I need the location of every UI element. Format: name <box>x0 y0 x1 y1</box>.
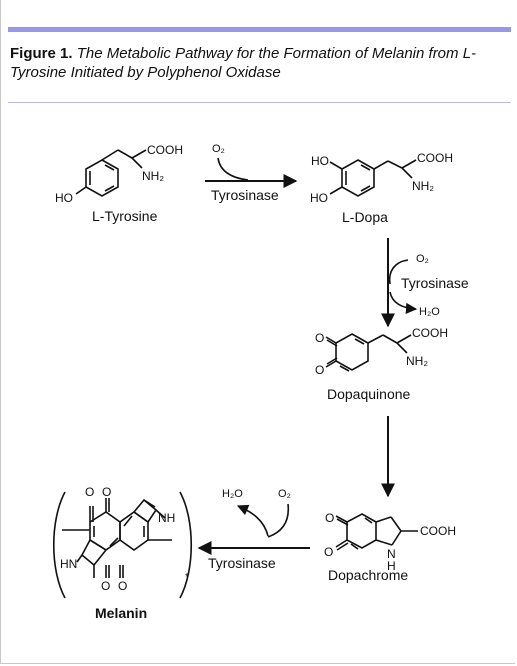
enzyme-label-step1: Tyrosinase <box>211 187 279 203</box>
tyrosine-name: L-Tyrosine <box>92 208 158 224</box>
figure-caption-text: The Metabolic Pathway for the Formation … <box>10 45 477 81</box>
dopaquinone-cooh: COOH <box>412 326 448 340</box>
h2o-label-step2: H₂O <box>419 306 440 318</box>
dopaquinone-nh2: NH₂ <box>406 354 428 368</box>
tyrosine-ho: HO <box>55 191 73 205</box>
melanin-o-2: O <box>102 485 111 499</box>
o2-curve-step4 <box>267 503 290 538</box>
dopachrome-h: H <box>387 559 396 573</box>
h2o-curve-step4 <box>236 504 269 537</box>
dopachrome-o-top: O <box>325 511 334 525</box>
dopa-nh2: NH₂ <box>412 179 434 193</box>
dopaquinone-name: Dopaquinone <box>327 386 411 402</box>
figure-label: Figure 1. <box>10 45 73 62</box>
tyrosine-structure <box>75 149 147 197</box>
figure-caption: Figure 1. The Metabolic Pathway for the … <box>10 44 510 82</box>
melanin-hn: HN <box>60 557 77 571</box>
dopachrome-o-bottom: O <box>324 545 333 559</box>
dopa-cooh: COOH <box>417 151 453 165</box>
caption-separator <box>8 102 511 103</box>
melanin-o-3: O <box>101 579 110 593</box>
o2-label-step2: O₂ <box>416 253 429 265</box>
dopa-ho-bottom: HO <box>310 191 328 205</box>
melanin-star: * <box>185 572 189 583</box>
melanin-o-4: O <box>118 579 127 593</box>
dopaquinone-structure <box>325 333 412 372</box>
melanin-nh: NH <box>158 511 175 525</box>
dopa-structure <box>329 159 417 197</box>
h2o-label-step4: H₂O <box>222 488 243 500</box>
melanin-o-1: O <box>85 485 94 499</box>
dopachrome-structure <box>335 513 418 551</box>
dopachrome-cooh: COOH <box>420 524 456 538</box>
dopachrome-n: N <box>387 547 396 561</box>
dopa-name: L-Dopa <box>342 209 388 225</box>
o2-curve-step2 <box>388 259 409 285</box>
dopachrome-name: Dopachrome <box>328 567 408 583</box>
dopaquinone-o-top: O <box>315 331 324 345</box>
melanin-name: Melanin <box>95 605 147 621</box>
enzyme-label-step4: Tyrosinase <box>208 555 276 571</box>
enzyme-label-step2: Tyrosinase <box>401 275 469 291</box>
figure-top-bar <box>8 27 511 32</box>
tyrosine-nh2: NH₂ <box>142 169 164 183</box>
dopa-ho-top: HO <box>311 154 329 168</box>
melanin-structure <box>53 491 192 599</box>
o2-label-step1: O₂ <box>212 143 225 155</box>
o2-curve-step1 <box>217 157 249 181</box>
dopaquinone-o-bottom: O <box>315 363 324 377</box>
tyrosine-cooh: COOH <box>147 143 183 157</box>
h2o-curve-step2 <box>389 291 418 314</box>
o2-label-step4: O₂ <box>278 488 291 500</box>
